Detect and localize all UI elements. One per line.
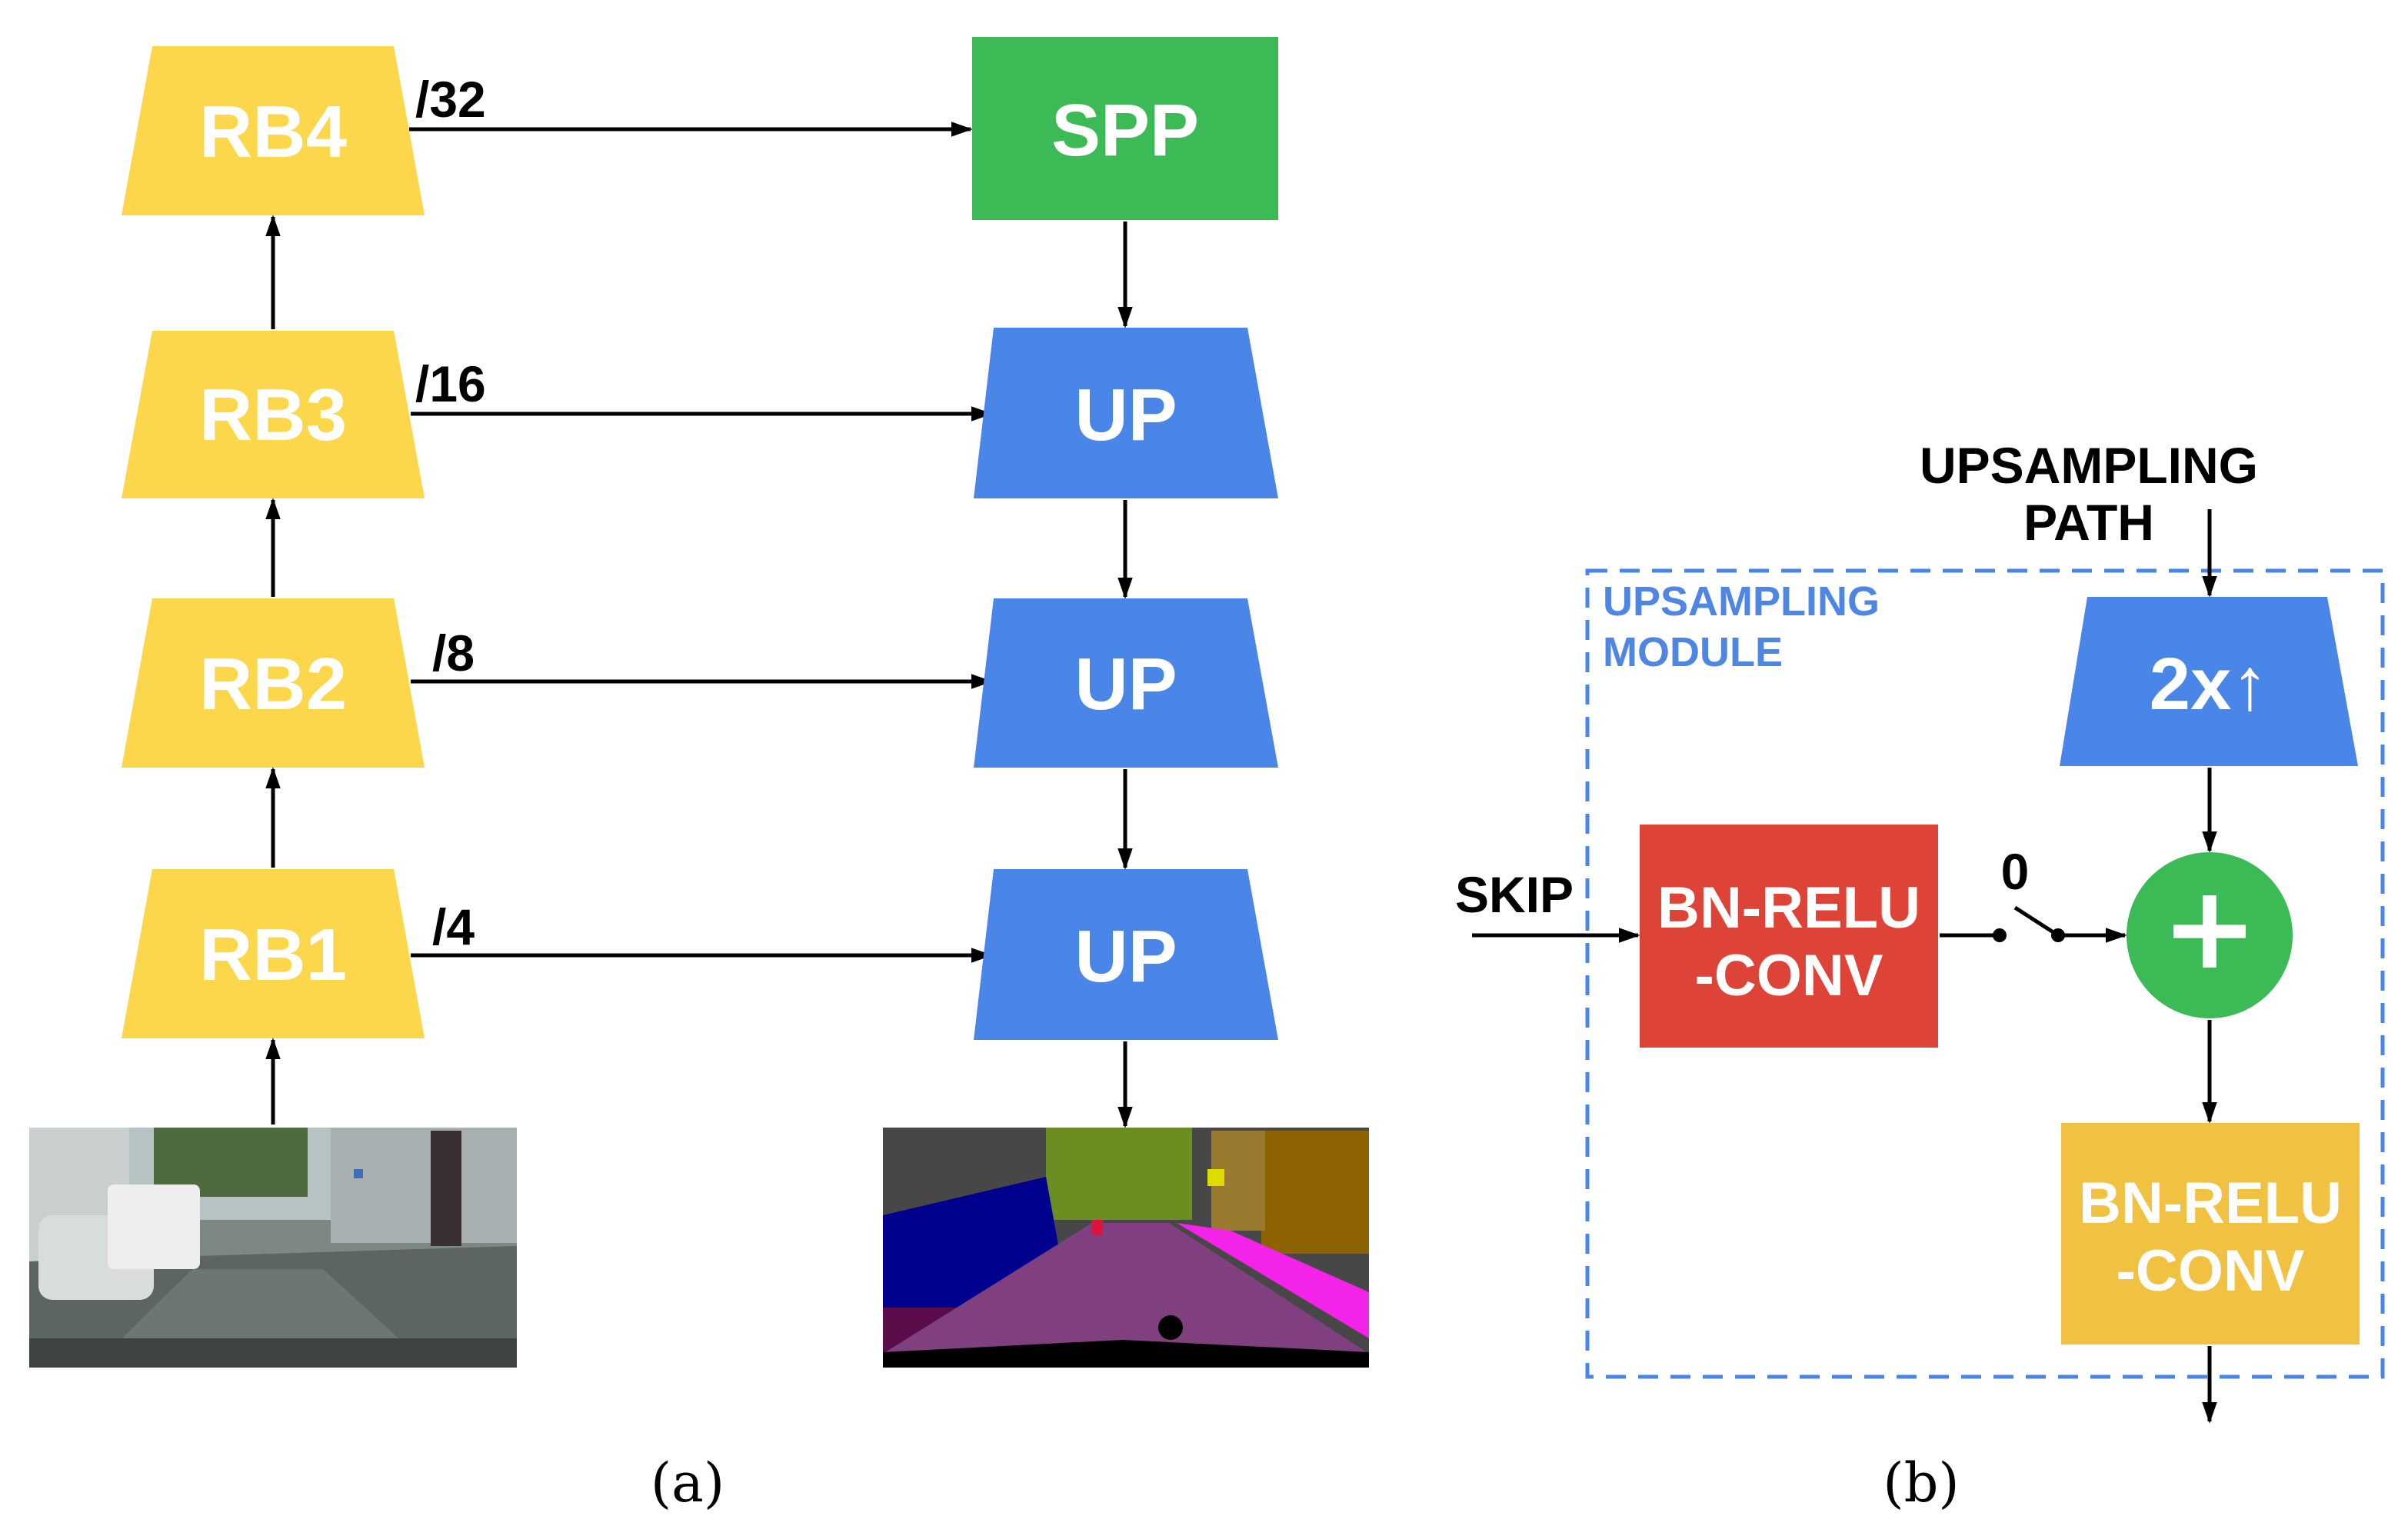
sum-node: + [2127,852,2293,1018]
encoder-block-rb4: RB4 [122,46,425,215]
up-block-1: UP [974,328,1278,498]
module-label-line2: MODULE [1603,629,1783,675]
up-label-1: UP [1074,374,1177,456]
output-segmentation-map [883,1128,1369,1368]
panel-b: UPSAMPLING PATH UPSAMPLING MODULE 2x↑ + … [1455,437,2385,1514]
rb2-label: RB2 [199,643,347,725]
switch-gate: 0 [1940,843,2127,943]
encoder-block-rb3: RB3 [122,331,425,498]
caption-a: (a) [651,1451,724,1514]
rb3-label: RB3 [199,374,347,456]
module-label-line1: UPSAMPLING [1603,578,1880,625]
up-label-2: UP [1074,643,1177,725]
skip-conv-label-line2: -CONV [1695,943,1883,1008]
caption-b: (b) [1883,1451,1959,1514]
upsampling-module-frame [1585,568,2385,1379]
output-conv-label-line2: -CONV [2117,1238,2305,1304]
upsampling-path-label-line2: PATH [2023,494,2154,551]
skip-conv-label-line1: BN-RELU [1657,875,1920,941]
scale-label-32: /32 [415,71,486,128]
scale-label-4: /4 [432,898,475,955]
up-block-3: UP [974,869,1278,1040]
rb1-label: RB1 [199,914,347,996]
skip-conv-block: BN-RELU -CONV [1640,825,1938,1048]
upsample-2x-block: 2x↑ [2060,597,2358,766]
input-street-image [29,1128,517,1368]
scale-label-8: /8 [432,625,475,681]
plus-icon: + [2161,861,2258,995]
up-block-2: UP [974,598,1278,768]
output-conv-block: BN-RELU -CONV [2061,1123,2360,1344]
panel-a: RB4 RB3 RB2 RB1 /32 /16 /8 /4 [29,37,1369,1514]
rb4-label: RB4 [199,91,347,173]
up-label-3: UP [1074,915,1177,998]
encoder-block-rb1: RB1 [122,869,425,1038]
switch-label: 0 [2001,843,2030,900]
spp-block: SPP [972,37,1278,220]
output-conv-label-line1: BN-RELU [2079,1171,2342,1236]
scale-label-16: /16 [415,355,486,412]
spp-label: SPP [1051,89,1199,172]
upsample-2x-label: 2x↑ [2150,643,2269,725]
encoder-block-rb2: RB2 [122,598,425,768]
skip-label: SKIP [1455,866,1574,923]
upsampling-path-label-line1: UPSAMPLING [1920,437,2258,494]
